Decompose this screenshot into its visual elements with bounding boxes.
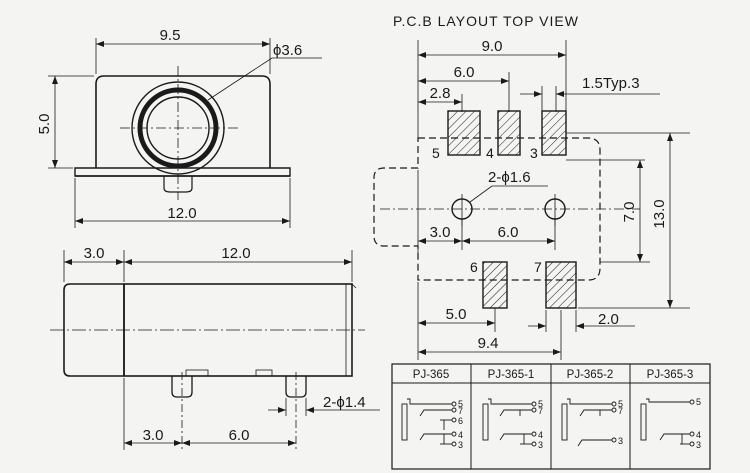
dim-height-13: 13.0 bbox=[651, 199, 668, 228]
dim-pin-dia: 2-ϕ1.4 bbox=[323, 394, 366, 411]
pin-b-3: 4 bbox=[538, 430, 543, 440]
pin-a-1: 5 bbox=[458, 399, 463, 409]
dim-hole-dia: 2-ϕ1.6 bbox=[488, 169, 531, 186]
dim-bottom-9-4: 9.4 bbox=[478, 335, 499, 352]
dim-bore: ϕ3.6 bbox=[273, 42, 302, 59]
dim-base-width: 12.0 bbox=[167, 205, 196, 222]
pin-a-3: 6 bbox=[458, 416, 463, 426]
pad-5 bbox=[447, 110, 481, 156]
schematic-pj-365-3: 5 4 3 bbox=[640, 397, 701, 450]
front-view: 9.5 ϕ3.6 5.0 12.0 bbox=[36, 27, 322, 228]
pin-b-2: 7 bbox=[538, 406, 543, 416]
pad-label-3: 3 bbox=[530, 145, 538, 161]
dim-front-len: 3.0 bbox=[84, 245, 105, 262]
side-view: 3.0 12.0 2-ϕ1.4 3.0 6.0 bbox=[50, 245, 380, 450]
pad-label-4: 4 bbox=[486, 145, 494, 161]
pin-c-2: 7 bbox=[618, 406, 623, 416]
pin-b-1: 5 bbox=[538, 399, 543, 409]
pin-d-2: 4 bbox=[696, 430, 701, 440]
dim-hole-x2: 6.0 bbox=[498, 224, 519, 241]
pad-6 bbox=[482, 261, 508, 309]
model-header-1: PJ-365 bbox=[413, 369, 449, 381]
pin-c-3: 3 bbox=[618, 436, 623, 446]
dim-width: 9.5 bbox=[160, 27, 181, 44]
pin-a-2: 7 bbox=[458, 406, 463, 416]
pad-3 bbox=[541, 110, 567, 156]
dim-height-7: 7.0 bbox=[621, 202, 638, 223]
pad-4 bbox=[497, 110, 521, 156]
dim-body-len: 12.0 bbox=[221, 245, 250, 262]
schematic-pj-365: 5 7 6 4 3 bbox=[401, 398, 463, 450]
schematic-pj-365-1: 5 7 4 3 bbox=[482, 398, 543, 450]
pad-label-6: 6 bbox=[470, 259, 478, 275]
dim-span-2-8: 2.8 bbox=[430, 85, 451, 102]
dim-hole-x1: 3.0 bbox=[430, 224, 451, 241]
model-table: PJ-365 PJ-365-1 PJ-365-2 PJ-365-3 5 7 6 … bbox=[391, 363, 711, 470]
dim-pad-width: 1.5Typ.3 bbox=[582, 75, 640, 92]
pin-d-3: 3 bbox=[696, 440, 701, 450]
pin-c-1: 5 bbox=[618, 399, 623, 409]
dim-span-6: 6.0 bbox=[454, 64, 475, 81]
pad-label-7: 7 bbox=[534, 259, 542, 275]
model-header-2: PJ-365-1 bbox=[488, 369, 535, 381]
dim-pin-offset-1: 3.0 bbox=[143, 427, 164, 444]
pin-d-1: 5 bbox=[696, 397, 701, 407]
pad-label-5: 5 bbox=[432, 145, 440, 161]
pin-b-4: 3 bbox=[538, 440, 543, 450]
dim-bottom-5: 5.0 bbox=[446, 306, 467, 323]
pin-a-5: 3 bbox=[458, 440, 463, 450]
model-header-4: PJ-365-3 bbox=[647, 369, 694, 381]
dim-overall-width: 9.0 bbox=[482, 38, 503, 55]
pcb-title: P.C.B LAYOUT TOP VIEW bbox=[393, 13, 579, 29]
pcb-layout: P.C.B LAYOUT TOP VIEW 5 4 3 6 7 2-ϕ1.6 bbox=[373, 13, 690, 360]
dim-height: 5.0 bbox=[36, 114, 53, 135]
model-header-3: PJ-365-2 bbox=[567, 369, 614, 381]
dim-pin-offset-2: 6.0 bbox=[229, 427, 250, 444]
pin-a-4: 4 bbox=[458, 430, 463, 440]
pad-7 bbox=[545, 261, 577, 309]
schematic-pj-365-2: 5 7 3 bbox=[561, 398, 623, 447]
dim-bottom-2: 2.0 bbox=[598, 311, 619, 328]
